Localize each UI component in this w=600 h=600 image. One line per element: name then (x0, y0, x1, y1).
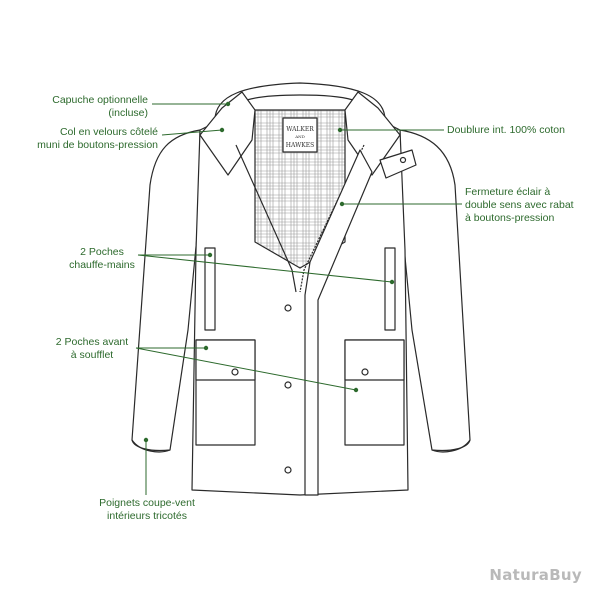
zip-left (235, 144, 297, 293)
naturabuy-watermark: NaturaBuy (489, 566, 582, 584)
label-bellows-pockets: 2 Poches avant à soufflet (55, 336, 129, 361)
label-cuffs: Poignets coupe-vent intérieurs tricotés (99, 497, 195, 522)
dot-bellows-right (353, 387, 359, 393)
left-cuff (131, 439, 171, 453)
tag-line-2: AND (294, 134, 305, 139)
left-collar (199, 91, 256, 176)
label-hood: Capuche optionnelle (incluse) (52, 94, 148, 119)
dot-cuffs (143, 437, 149, 443)
label-collar: Col en velours côtelé muni de boutons-pr… (37, 126, 158, 151)
dot-handwarmer-right (389, 279, 395, 285)
label-lining: Doublure int. 100% coton (447, 124, 565, 136)
right-cuff (431, 439, 471, 453)
right-handwarmer-pocket (384, 247, 396, 331)
right-pocket-flap (344, 339, 405, 381)
leader-handwarmer-right (137, 254, 393, 283)
dot-bellows-left (203, 345, 209, 351)
left-handwarmer-pocket (204, 247, 216, 331)
collar-tab-snap (399, 156, 407, 164)
front-snap-1 (284, 304, 292, 312)
left-pocket-snap (231, 368, 239, 376)
brand-tag (282, 117, 318, 153)
dot-collar (219, 127, 225, 133)
dot-lining (337, 127, 343, 133)
leader-collar (161, 129, 223, 136)
dot-hood (225, 101, 231, 107)
front-snap-3 (284, 466, 292, 474)
leader-bellows-right (135, 347, 357, 391)
left-sleeve (131, 129, 201, 452)
dot-zip (339, 201, 345, 207)
label-zip: Fermeture éclair à double sens avec raba… (465, 186, 574, 224)
front-snap-2 (284, 381, 292, 389)
tag-line-3: HAWKES (286, 142, 314, 149)
dot-handwarmer-left (207, 252, 213, 258)
storm-flap (304, 149, 373, 496)
left-pocket-flap (195, 339, 256, 381)
label-handwarmer-pockets: 2 Poches chauffe-mains (69, 246, 135, 271)
tag-line-1: WALKER (286, 126, 314, 133)
right-pocket-snap (361, 368, 369, 376)
right-sleeve (399, 129, 471, 452)
collar-tab (379, 149, 417, 179)
